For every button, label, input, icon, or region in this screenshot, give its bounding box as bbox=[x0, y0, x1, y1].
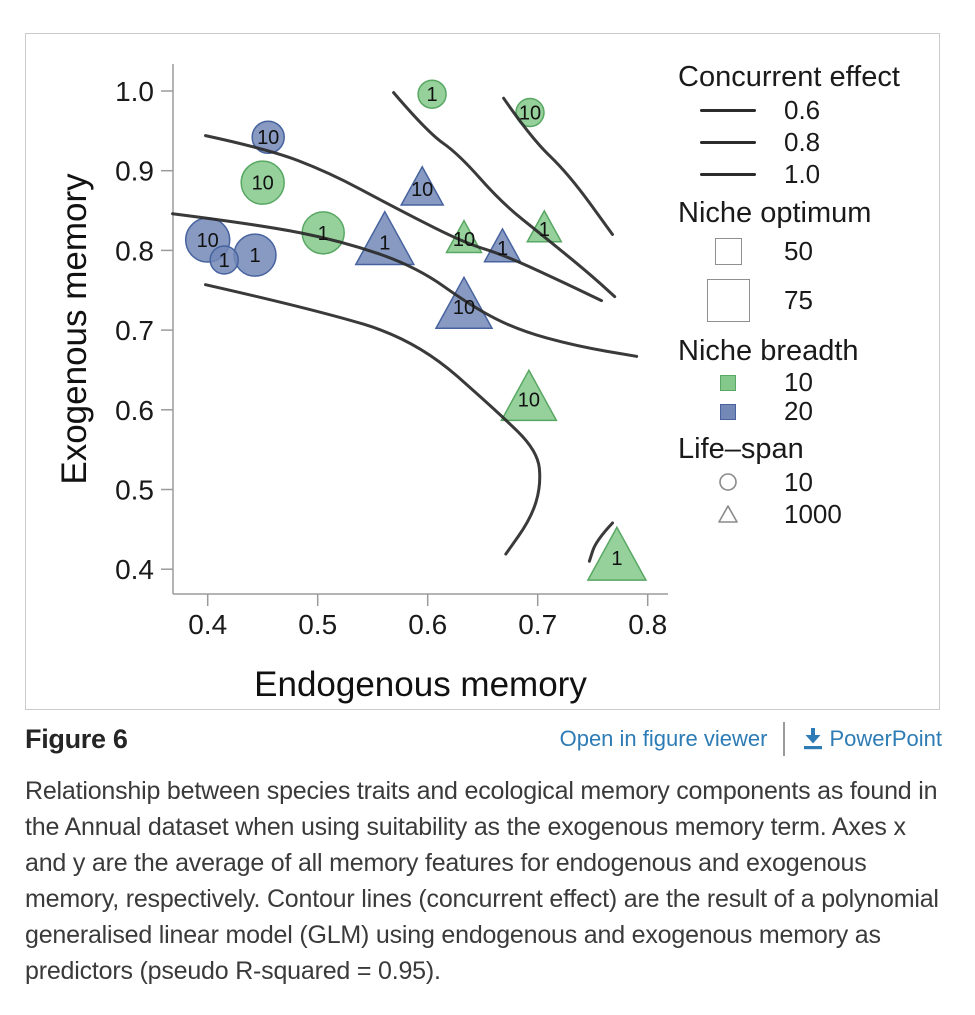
legend-title-niche-breadth: Niche breadth bbox=[678, 335, 859, 367]
powerpoint-download-link[interactable]: PowerPoint bbox=[801, 726, 942, 752]
circle-outline-icon bbox=[719, 473, 737, 491]
legend-item-label: 75 bbox=[784, 284, 813, 315]
legend-item-lifespan-1000: 1000 bbox=[672, 498, 940, 530]
svg-text:0.5: 0.5 bbox=[115, 475, 154, 506]
legend-item-breadth-10: 10 bbox=[672, 367, 940, 397]
svg-text:10: 10 bbox=[518, 389, 540, 411]
legend-item-label: 0.8 bbox=[784, 126, 821, 157]
svg-text:1: 1 bbox=[427, 84, 438, 106]
legend-item-lifespan-10: 10 bbox=[672, 466, 940, 498]
svg-text:Endogenous memory: Endogenous memory bbox=[254, 665, 587, 704]
svg-text:1: 1 bbox=[497, 238, 508, 260]
scatter-plot: 0.4 0.5 0.6 0.7 0.8 1.0 0.9 0.8 0.7 0.6 0.5 0.4Endo… bbox=[55, 64, 668, 704]
legend-item-label: 10 bbox=[784, 466, 813, 497]
svg-text:0.8: 0.8 bbox=[115, 235, 154, 266]
svg-text:0.5: 0.5 bbox=[298, 609, 337, 640]
svg-text:0.8: 0.8 bbox=[628, 609, 667, 640]
figure-label: Figure 6 bbox=[25, 723, 128, 754]
svg-text:1: 1 bbox=[249, 245, 260, 267]
legend-title-niche-optimum: Niche optimum bbox=[678, 197, 872, 229]
svg-text:0.6: 0.6 bbox=[408, 609, 447, 640]
legend-item-contour: 1.0 bbox=[672, 158, 940, 190]
figure-toolbar: Figure 6 Open in figure viewer PowerPoin… bbox=[25, 722, 942, 756]
triangle-outline-icon bbox=[718, 505, 738, 523]
svg-text:0.7: 0.7 bbox=[115, 315, 154, 346]
svg-text:10: 10 bbox=[197, 230, 219, 252]
size-swatch-large bbox=[706, 278, 750, 322]
legend-item-label: 10 bbox=[784, 367, 813, 397]
legend-item-breadth-20: 20 bbox=[672, 396, 940, 426]
contour-line-swatch bbox=[700, 172, 756, 176]
svg-text:Exogenous memory: Exogenous memory bbox=[55, 173, 94, 485]
download-icon bbox=[804, 728, 823, 750]
contour-line-swatch bbox=[700, 108, 756, 112]
legend-item-contour: 0.8 bbox=[672, 126, 940, 158]
svg-text:0.7: 0.7 bbox=[518, 609, 557, 640]
size-swatch-small bbox=[714, 237, 742, 265]
legend-item-label: 1.0 bbox=[784, 158, 821, 189]
legend-item-optimum-50: 50 bbox=[672, 230, 940, 272]
legend-title-concurrent-effect: Concurrent effect bbox=[678, 61, 900, 93]
svg-text:10: 10 bbox=[453, 229, 475, 251]
legend-title-life-span: Life–span bbox=[678, 433, 804, 465]
powerpoint-link-label: PowerPoint bbox=[829, 726, 942, 751]
contour-line-swatch bbox=[700, 140, 756, 144]
svg-text:10: 10 bbox=[252, 173, 274, 195]
legend-item-optimum-75: 75 bbox=[672, 272, 940, 328]
svg-text:1: 1 bbox=[379, 232, 390, 254]
svg-text:10: 10 bbox=[257, 127, 279, 149]
blue-square-swatch bbox=[720, 403, 736, 420]
svg-text:1.0: 1.0 bbox=[115, 76, 154, 107]
svg-text:0.4: 0.4 bbox=[115, 554, 154, 585]
svg-text:1: 1 bbox=[219, 250, 230, 272]
legend-item-label: 1000 bbox=[784, 498, 842, 529]
legend-item-label: 50 bbox=[784, 235, 813, 266]
svg-text:0.6: 0.6 bbox=[115, 395, 154, 426]
svg-text:10: 10 bbox=[453, 297, 475, 319]
svg-text:10: 10 bbox=[519, 103, 541, 125]
svg-text:1: 1 bbox=[539, 219, 550, 241]
svg-text:10: 10 bbox=[411, 179, 433, 201]
figure-caption: Relationship between species traits and … bbox=[25, 777, 939, 985]
open-figure-viewer-link[interactable]: Open in figure viewer bbox=[559, 726, 768, 751]
green-square-swatch bbox=[720, 374, 736, 391]
legend-item-contour: 0.6 bbox=[672, 94, 940, 126]
svg-text:1: 1 bbox=[611, 548, 622, 570]
legend-item-label: 20 bbox=[784, 396, 813, 426]
link-divider bbox=[783, 722, 786, 756]
legend-item-label: 0.6 bbox=[784, 94, 821, 125]
svg-text:1: 1 bbox=[318, 223, 329, 245]
svg-text:0.9: 0.9 bbox=[115, 156, 154, 187]
svg-text:0.4: 0.4 bbox=[188, 609, 227, 640]
plot-legend: Concurrent effect 0.6 0.8 1.0 Niche opti… bbox=[672, 54, 940, 530]
